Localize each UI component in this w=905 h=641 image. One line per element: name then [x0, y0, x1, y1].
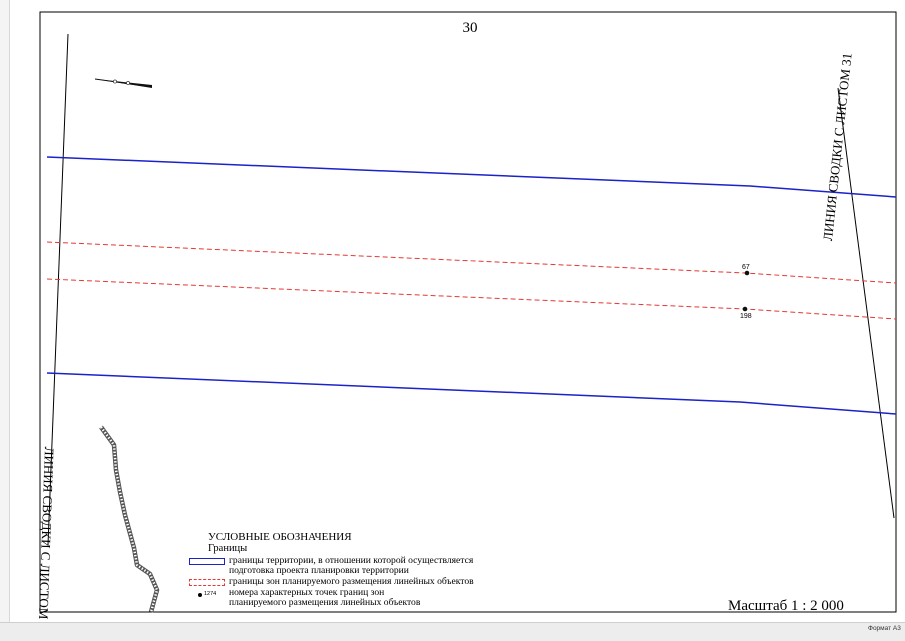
viewer-left-edge	[0, 0, 10, 622]
territory-boundary-top	[46, 156, 897, 198]
territory-boundary-symbol	[189, 558, 225, 565]
point-symbol-sample: 1274	[204, 591, 217, 597]
sheet-number: 30	[462, 20, 478, 36]
zone-boundary-top	[46, 241, 897, 284]
scale-label: Масштаб 1 : 2 000	[728, 598, 844, 614]
junction-line-right	[837, 87, 895, 519]
territory-boundary-bottom	[46, 372, 897, 415]
viewer-bottom-strip	[0, 622, 905, 641]
junction-line-left	[47, 33, 69, 546]
legend-item-territory-line1: границы территории, в отношении которой …	[229, 555, 474, 566]
legend-title: УСЛОВНЫЕ ОБОЗНАЧЕНИЯ	[208, 531, 352, 543]
point-67-marker	[744, 270, 750, 276]
legend-item-points-line2: планируемого размещения линейных объекто…	[229, 597, 421, 608]
point-198-marker	[742, 306, 748, 312]
route-overview-icon	[99, 425, 160, 613]
sheet-frame	[39, 11, 897, 613]
legend-subtitle: Границы	[208, 543, 248, 554]
zone-boundary-bottom	[46, 278, 897, 320]
format-label: Формат А3	[868, 625, 901, 632]
point-198-label: 198	[740, 313, 752, 320]
legend-item-points-line1: номера характерных точек границ зон	[229, 587, 385, 598]
point-symbol	[198, 593, 202, 597]
zone-boundary-symbol	[189, 579, 225, 586]
legend-item-zone-text: границы зон планируемого размещения лине…	[229, 576, 474, 587]
north-arrow-icon	[94, 78, 153, 88]
point-67-label: 67	[742, 264, 750, 271]
legend-item-territory-line2: подготовка проекта планировки территории	[229, 565, 409, 576]
